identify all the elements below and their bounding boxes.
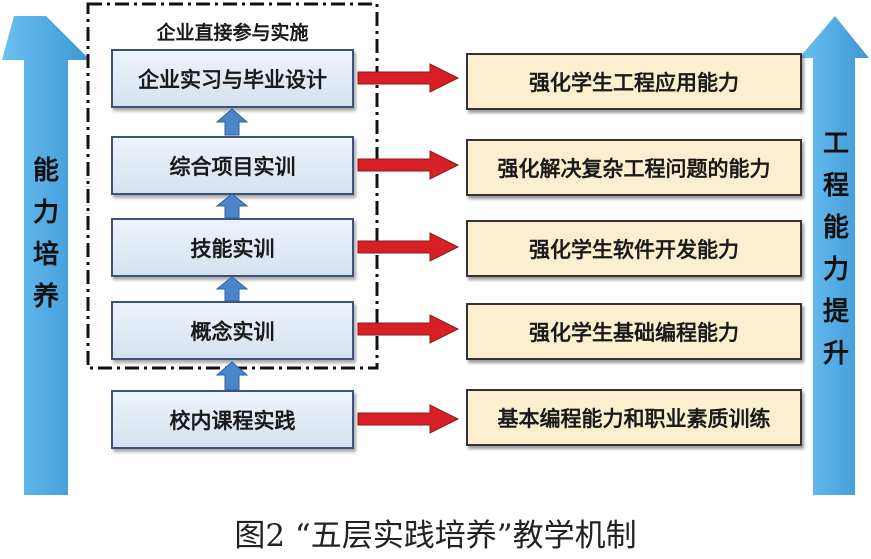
goal-box-engineering-application: 强化学生工程应用能力 — [466, 53, 802, 110]
figure-caption: 图2 “五层实践培养”教学机制 — [234, 518, 637, 554]
goal-box-basic-training: 基本编程能力和职业素质训练 — [466, 389, 802, 446]
up-arrow-icon — [216, 276, 248, 302]
goal-box-complex-problems: 强化解决复杂工程问题的能力 — [466, 139, 802, 196]
connector-arrow-1 — [357, 63, 460, 93]
stage-box-campus-practice: 校内课程实践 — [111, 390, 354, 449]
right-up-arrow — [799, 16, 869, 495]
goal-box-software-development: 强化学生软件开发能力 — [466, 220, 802, 277]
enterprise-group-border — [86, 2, 379, 370]
up-arrow-icon — [216, 193, 248, 219]
right-axis-label: 工程能力提升 — [822, 129, 849, 369]
stage-box-skill-training: 技能实训 — [111, 218, 354, 277]
connector-arrow-4 — [357, 314, 460, 344]
left-axis-label: 能力培养 — [32, 156, 59, 312]
stage-box-concept-training: 概念实训 — [111, 301, 354, 360]
up-arrow-icon — [216, 108, 248, 136]
connector-arrow-2 — [357, 150, 460, 180]
goal-box-basic-programming: 强化学生基础编程能力 — [466, 303, 802, 360]
connector-arrow-3 — [357, 232, 460, 262]
left-up-arrow — [2, 16, 90, 495]
stage-box-integrated-project: 综合项目实训 — [111, 136, 354, 195]
group-title: 企业直接参与实施 — [156, 22, 309, 44]
stage-box-enterprise-internship: 企业实习与毕业设计 — [111, 49, 354, 108]
up-arrow-icon — [216, 361, 248, 391]
connector-arrow-5 — [357, 404, 460, 434]
